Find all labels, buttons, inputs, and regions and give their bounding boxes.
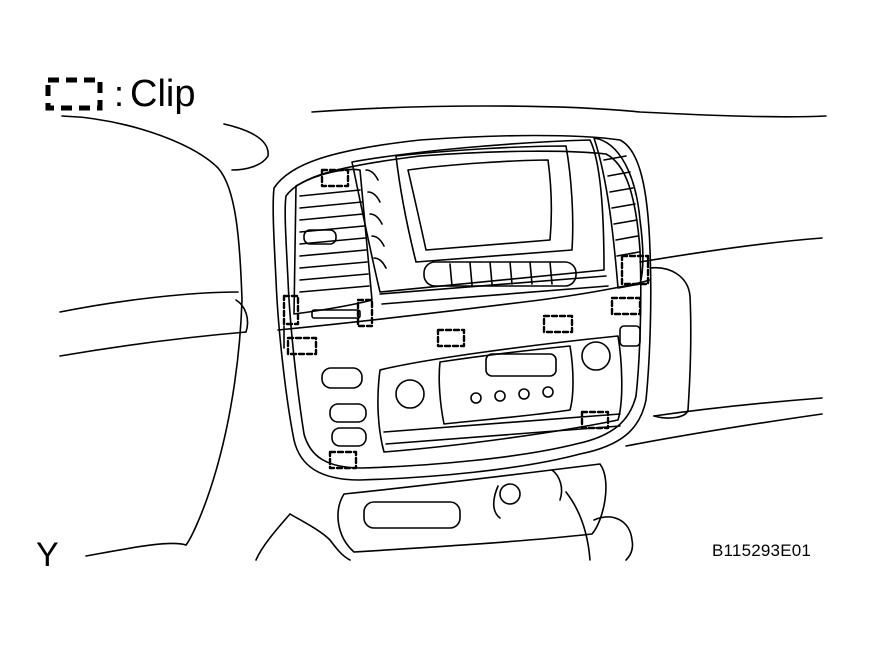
clip-markers <box>282 168 650 470</box>
clip-marker <box>356 298 374 328</box>
clip-symbol-icon <box>45 77 103 111</box>
clip-marker <box>620 254 650 286</box>
display-unit <box>351 139 609 305</box>
clip-legend: : Clip <box>44 72 195 116</box>
top-dash-outline <box>311 105 827 118</box>
audio-climate-panel <box>377 335 623 453</box>
left-dash-outline <box>59 115 269 557</box>
clip-marker <box>436 328 466 348</box>
clip-marker <box>328 450 358 470</box>
clip-marker <box>610 296 642 316</box>
legend-separator: : <box>114 73 125 114</box>
left-air-vent <box>293 168 373 319</box>
right-dash-outline <box>625 237 823 447</box>
clip-marker <box>286 336 318 356</box>
clip-marker <box>542 314 574 334</box>
legend-label: Clip <box>130 73 196 115</box>
view-label: Y <box>36 536 59 574</box>
clip-marker <box>282 294 300 326</box>
figure-code: B115293E01 <box>712 541 812 560</box>
clip-marker <box>580 410 610 430</box>
left-side-buttons <box>321 325 641 447</box>
clip-marker <box>320 168 350 188</box>
right-air-vent <box>593 137 644 289</box>
lower-console <box>255 463 634 561</box>
